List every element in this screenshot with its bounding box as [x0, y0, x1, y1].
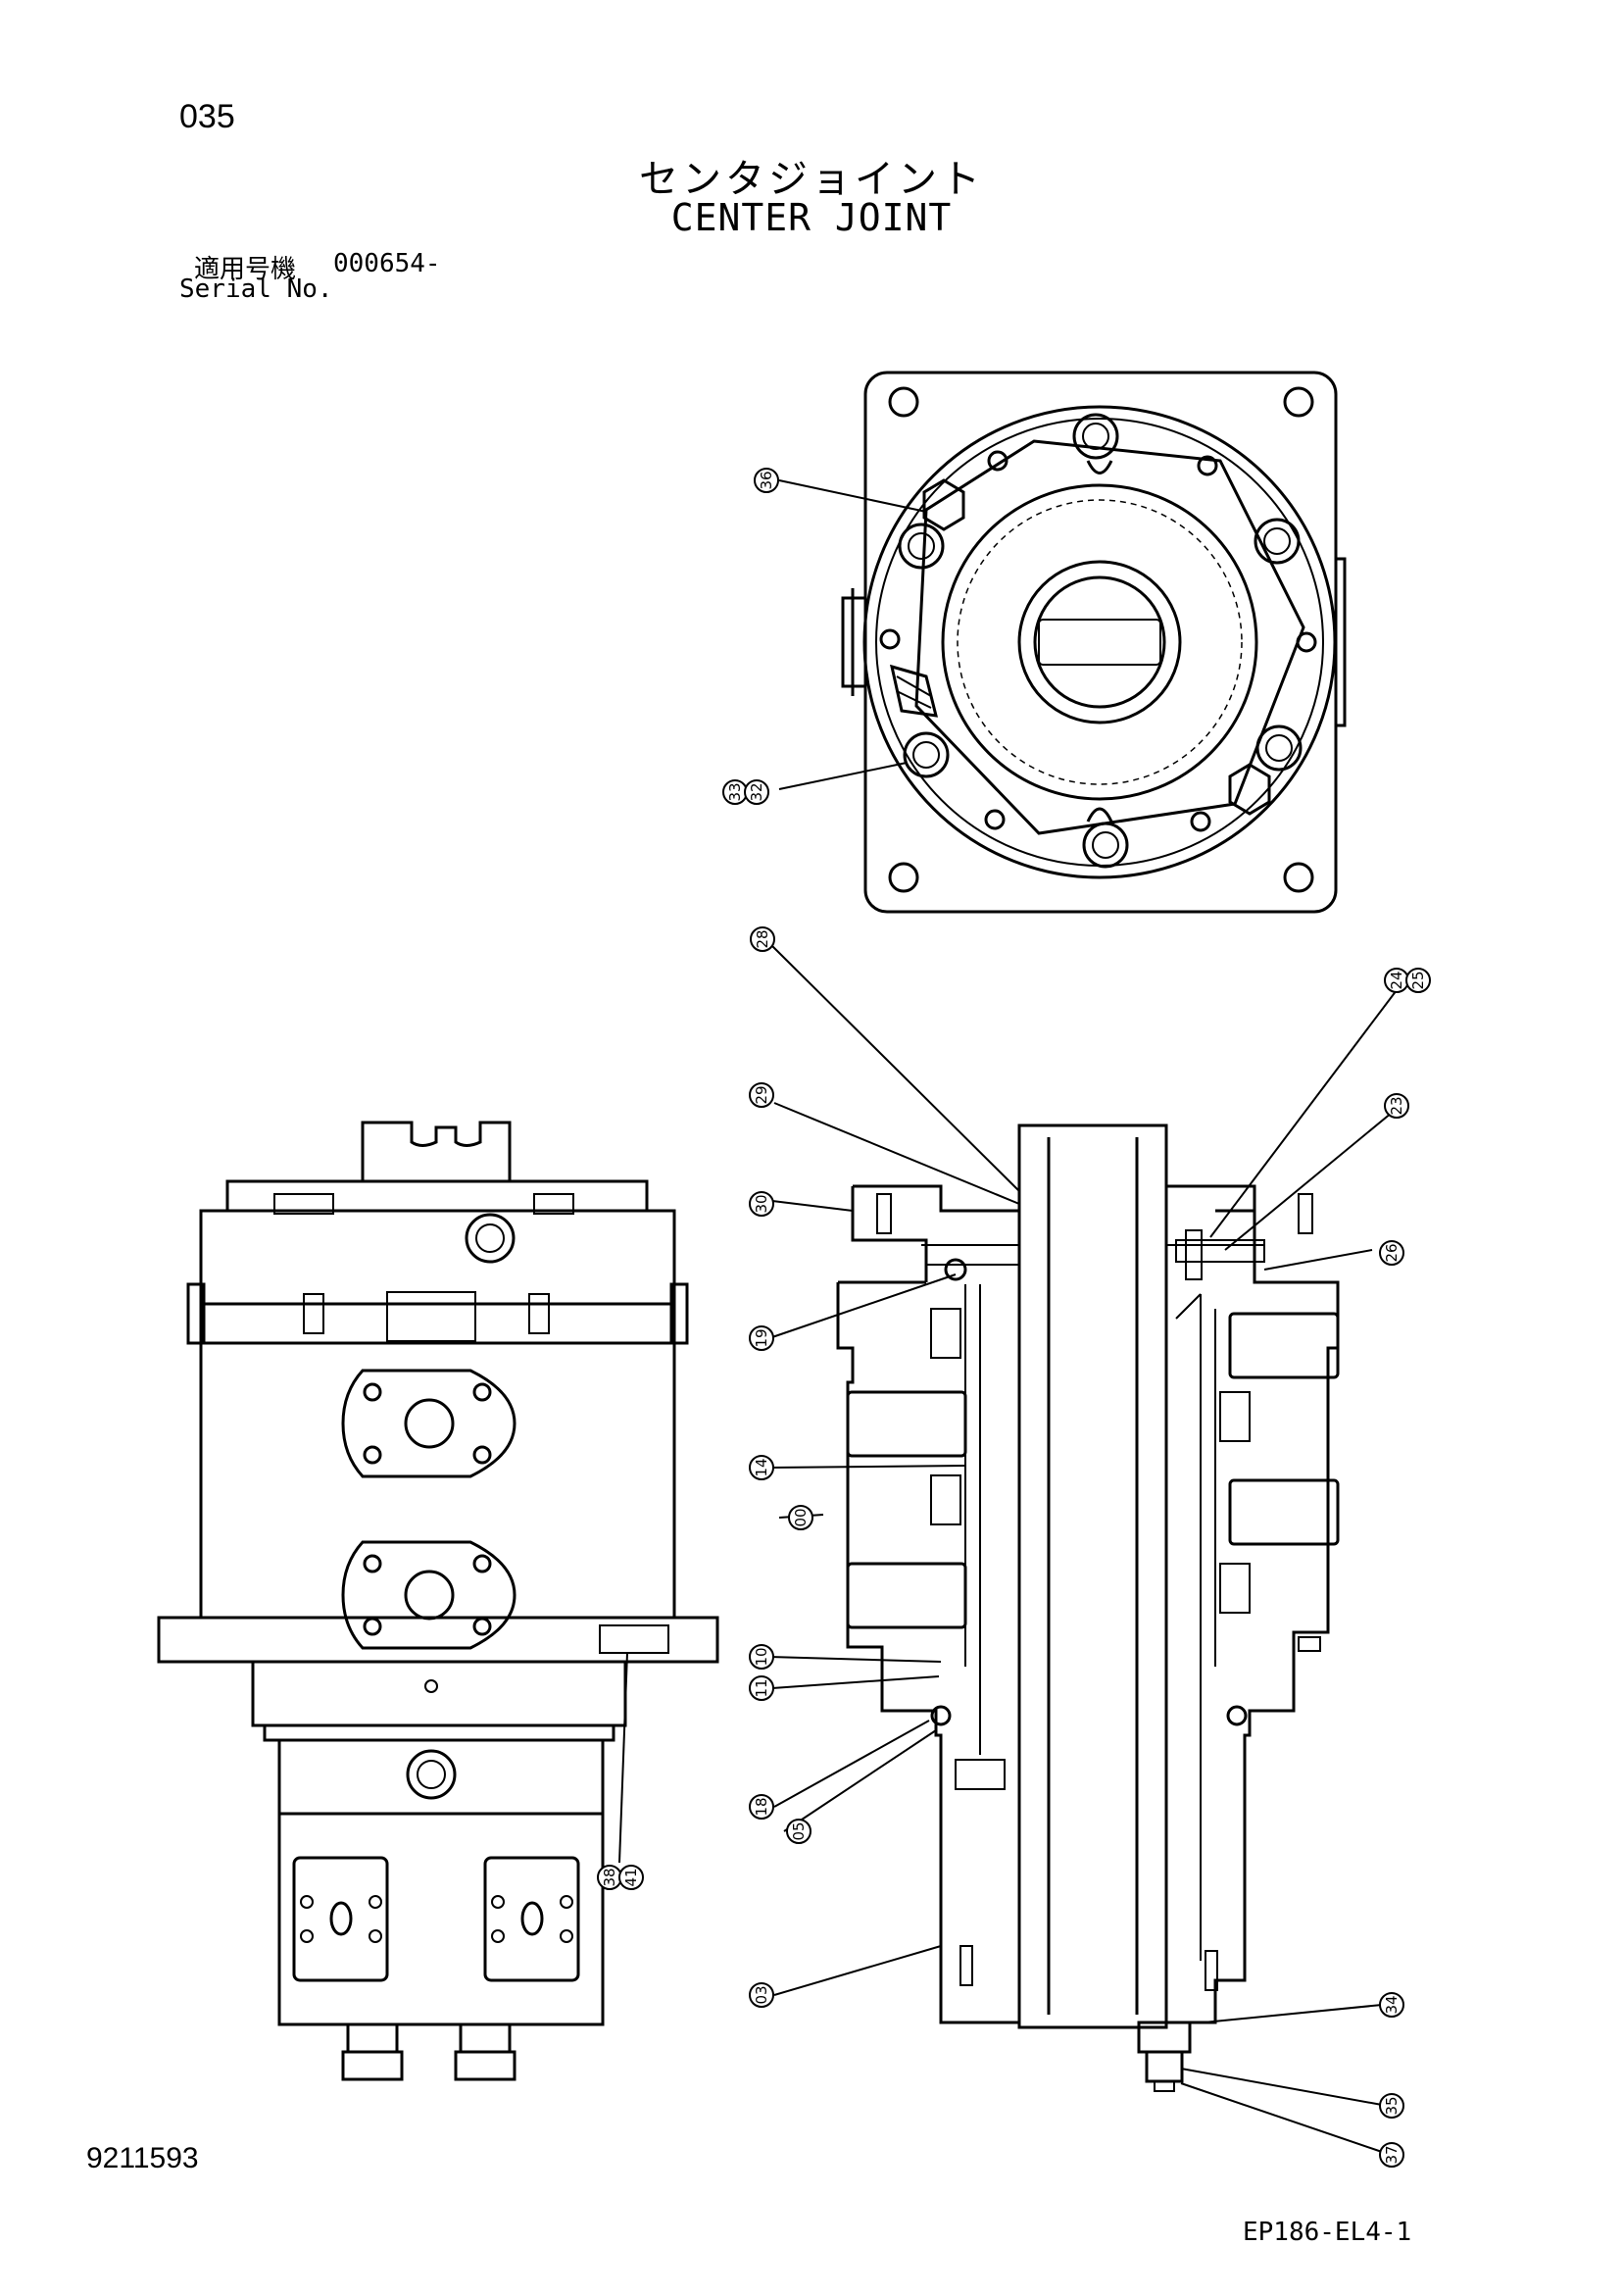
callout-number: 32 — [748, 782, 765, 801]
callout-28: 28 — [750, 926, 775, 952]
serial-label-english: Serial No. — [179, 275, 333, 304]
callout-34: 34 — [1379, 1992, 1404, 2018]
callout-number: 41 — [622, 1868, 640, 1886]
callout-number: 26 — [1383, 1243, 1401, 1262]
callout-number: 34 — [1383, 1995, 1401, 2014]
callout-35: 35 — [1379, 2093, 1404, 2119]
callout-number: 25 — [1409, 971, 1427, 989]
callout-number: 38 — [601, 1868, 618, 1886]
callout-number: 37 — [1383, 2145, 1401, 2164]
callout-38: 38 — [597, 1865, 622, 1890]
top-view — [841, 371, 1347, 914]
callout-number: 33 — [726, 782, 744, 801]
callout-number: 36 — [758, 471, 775, 489]
callout-number: 23 — [1388, 1096, 1405, 1115]
callout-number: 19 — [753, 1328, 770, 1347]
callout-number: 29 — [753, 1085, 770, 1104]
callout-05: 05 — [786, 1819, 812, 1844]
callout-03: 03 — [749, 1982, 774, 2008]
callout-14: 14 — [749, 1455, 774, 1480]
callout-23: 23 — [1384, 1093, 1409, 1119]
callout-19: 19 — [749, 1325, 774, 1351]
callout-number: 14 — [753, 1458, 770, 1476]
callout-41: 41 — [618, 1865, 644, 1890]
section-view — [836, 1123, 1340, 2092]
sheet-code: EP186-EL4-1 — [1243, 2218, 1412, 2247]
callout-36: 36 — [754, 468, 779, 493]
leader-lines — [618, 479, 1398, 2153]
callout-26: 26 — [1379, 1240, 1404, 1266]
callout-number: 00 — [792, 1508, 810, 1526]
callout-25: 25 — [1405, 968, 1431, 993]
callout-11: 11 — [749, 1675, 774, 1701]
callout-37: 37 — [1379, 2142, 1404, 2168]
callout-number: 24 — [1388, 971, 1405, 989]
callout-18: 18 — [749, 1794, 774, 1820]
callout-number: 35 — [1383, 2096, 1401, 2115]
callout-number: 10 — [753, 1647, 770, 1666]
callout-29: 29 — [749, 1082, 774, 1108]
title-english: CENTER JOINT — [670, 196, 953, 239]
callout-number: 05 — [790, 1822, 808, 1840]
serial-label-japanese: 適用号機 — [194, 255, 297, 284]
callout-number: 03 — [753, 1985, 770, 2004]
callout-number: 11 — [753, 1678, 770, 1697]
callout-number: 28 — [754, 929, 771, 948]
callout-10: 10 — [749, 1644, 774, 1670]
callout-number: 18 — [753, 1797, 770, 1816]
page-number: 035 — [179, 98, 235, 135]
serial-number-value: 000654- — [333, 249, 441, 278]
callout-24: 24 — [1384, 968, 1409, 993]
drawing-number: 9211593 — [86, 2142, 199, 2174]
callout-33: 33 — [722, 779, 748, 805]
callout-00: 00 — [788, 1505, 813, 1530]
callout-number: 30 — [753, 1194, 770, 1213]
title-japanese: センタジョイント — [639, 157, 984, 202]
callout-30: 30 — [749, 1191, 774, 1217]
callout-32: 32 — [744, 779, 769, 805]
side-view — [157, 1121, 719, 2081]
